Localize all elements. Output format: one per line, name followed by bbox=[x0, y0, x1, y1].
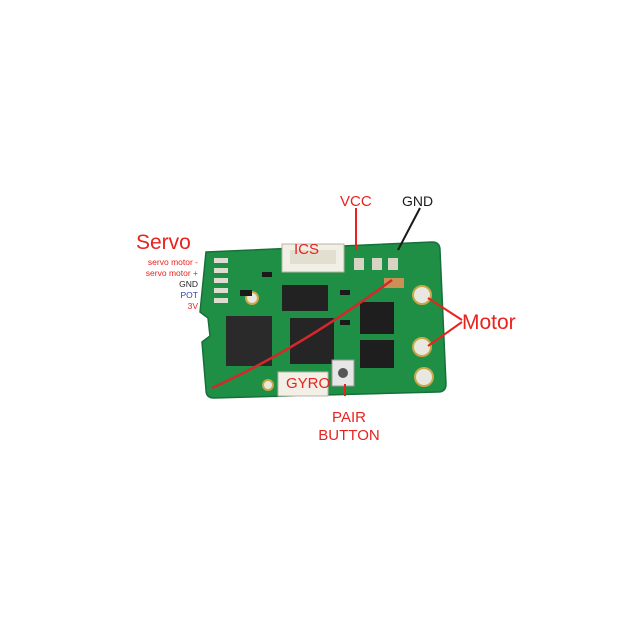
servo-pin-label: servo motor - bbox=[147, 257, 198, 267]
gnd-label: GND bbox=[402, 193, 434, 209]
mosfet-top bbox=[360, 302, 394, 334]
gnd-pointer bbox=[397, 207, 421, 251]
mount-hole-top-right bbox=[412, 285, 432, 305]
ics-connector bbox=[281, 243, 345, 273]
gyro-connector bbox=[277, 371, 329, 397]
ics-label: ICS bbox=[294, 241, 320, 258]
servo-pads bbox=[214, 258, 228, 303]
mount-hole-bottom bbox=[262, 379, 274, 391]
mount-hole-mid-right bbox=[412, 337, 432, 357]
servo-label: Servo bbox=[136, 231, 191, 254]
motor-label: Motor bbox=[462, 311, 516, 334]
circuit-board bbox=[199, 241, 447, 399]
servo-pin-label: POT bbox=[180, 290, 198, 300]
servo-pin-label: GND bbox=[179, 279, 198, 289]
button-label: BUTTON bbox=[318, 427, 380, 444]
gyro-label: GYRO bbox=[286, 375, 331, 392]
pair-label: PAIR bbox=[332, 409, 366, 426]
servo-pin-label: servo motor + bbox=[145, 268, 198, 278]
ic-chip-top bbox=[282, 285, 328, 311]
mount-hole-bottom-right bbox=[414, 367, 434, 387]
mosfet-bottom bbox=[360, 340, 394, 368]
capacitor bbox=[384, 278, 404, 288]
mcu-chip bbox=[226, 316, 272, 366]
red-wire bbox=[211, 278, 393, 390]
servo-pin-label: 3V bbox=[187, 301, 198, 311]
pointer-lines bbox=[344, 208, 463, 396]
vcc-label: VCC bbox=[340, 193, 372, 210]
